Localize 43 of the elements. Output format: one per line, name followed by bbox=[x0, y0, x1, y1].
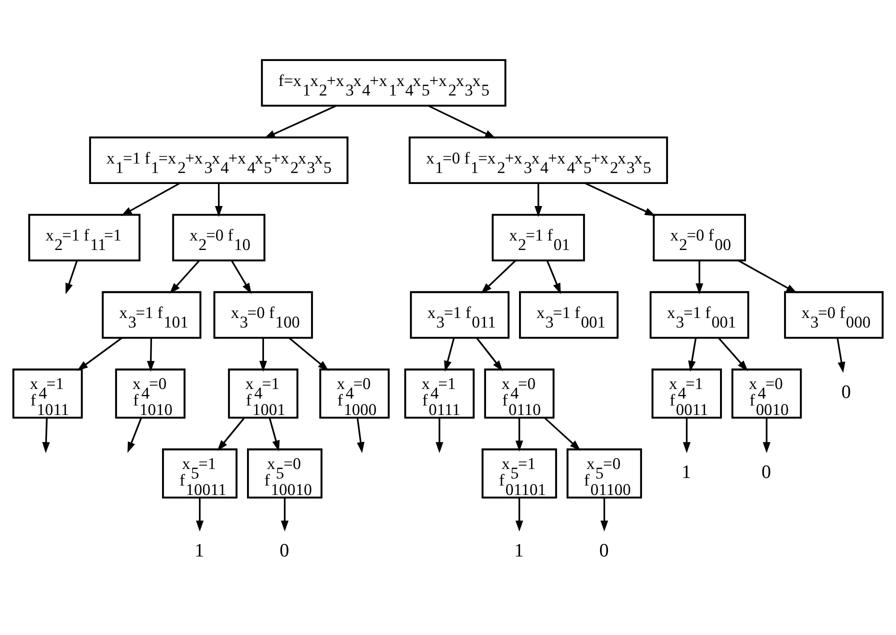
arrow bbox=[127, 418, 142, 453]
node-text: 0 bbox=[841, 382, 851, 404]
arrow bbox=[120, 182, 180, 216]
arrow bbox=[444, 338, 455, 372]
arrow bbox=[480, 260, 516, 294]
arrow bbox=[546, 260, 561, 294]
arrow bbox=[738, 260, 798, 294]
node-text: 0 bbox=[599, 540, 609, 562]
node-text: 1 bbox=[514, 540, 524, 562]
arrow bbox=[428, 105, 496, 138]
arrow bbox=[217, 418, 245, 451]
arrow bbox=[544, 417, 581, 451]
arrow bbox=[66, 260, 78, 294]
arrow bbox=[516, 498, 524, 532]
arrow bbox=[836, 338, 846, 373]
node-text: 1 bbox=[194, 540, 204, 562]
arrow bbox=[534, 183, 542, 217]
arrow bbox=[600, 498, 608, 532]
arrow bbox=[196, 498, 204, 532]
arrow bbox=[682, 418, 691, 454]
node-text: 0 bbox=[762, 462, 772, 483]
arrow bbox=[259, 338, 267, 372]
arrow bbox=[718, 337, 748, 372]
arrow bbox=[170, 260, 200, 294]
arrow bbox=[214, 183, 223, 217]
node-text: 1 bbox=[682, 462, 692, 483]
arrow bbox=[147, 338, 155, 372]
arrow bbox=[280, 498, 289, 532]
arrow bbox=[264, 105, 336, 138]
arrow bbox=[476, 337, 503, 372]
arrow bbox=[356, 418, 364, 454]
arrow bbox=[77, 337, 123, 371]
arrow bbox=[688, 338, 697, 372]
arrow bbox=[516, 418, 524, 452]
arrow bbox=[696, 260, 704, 294]
arrow bbox=[268, 418, 280, 452]
arrow bbox=[230, 260, 252, 294]
arrow bbox=[584, 182, 656, 216]
arrow bbox=[42, 418, 50, 454]
arrow bbox=[288, 337, 329, 371]
node-text: 0 bbox=[280, 540, 290, 562]
arrow bbox=[762, 418, 770, 454]
arrow bbox=[436, 418, 444, 454]
